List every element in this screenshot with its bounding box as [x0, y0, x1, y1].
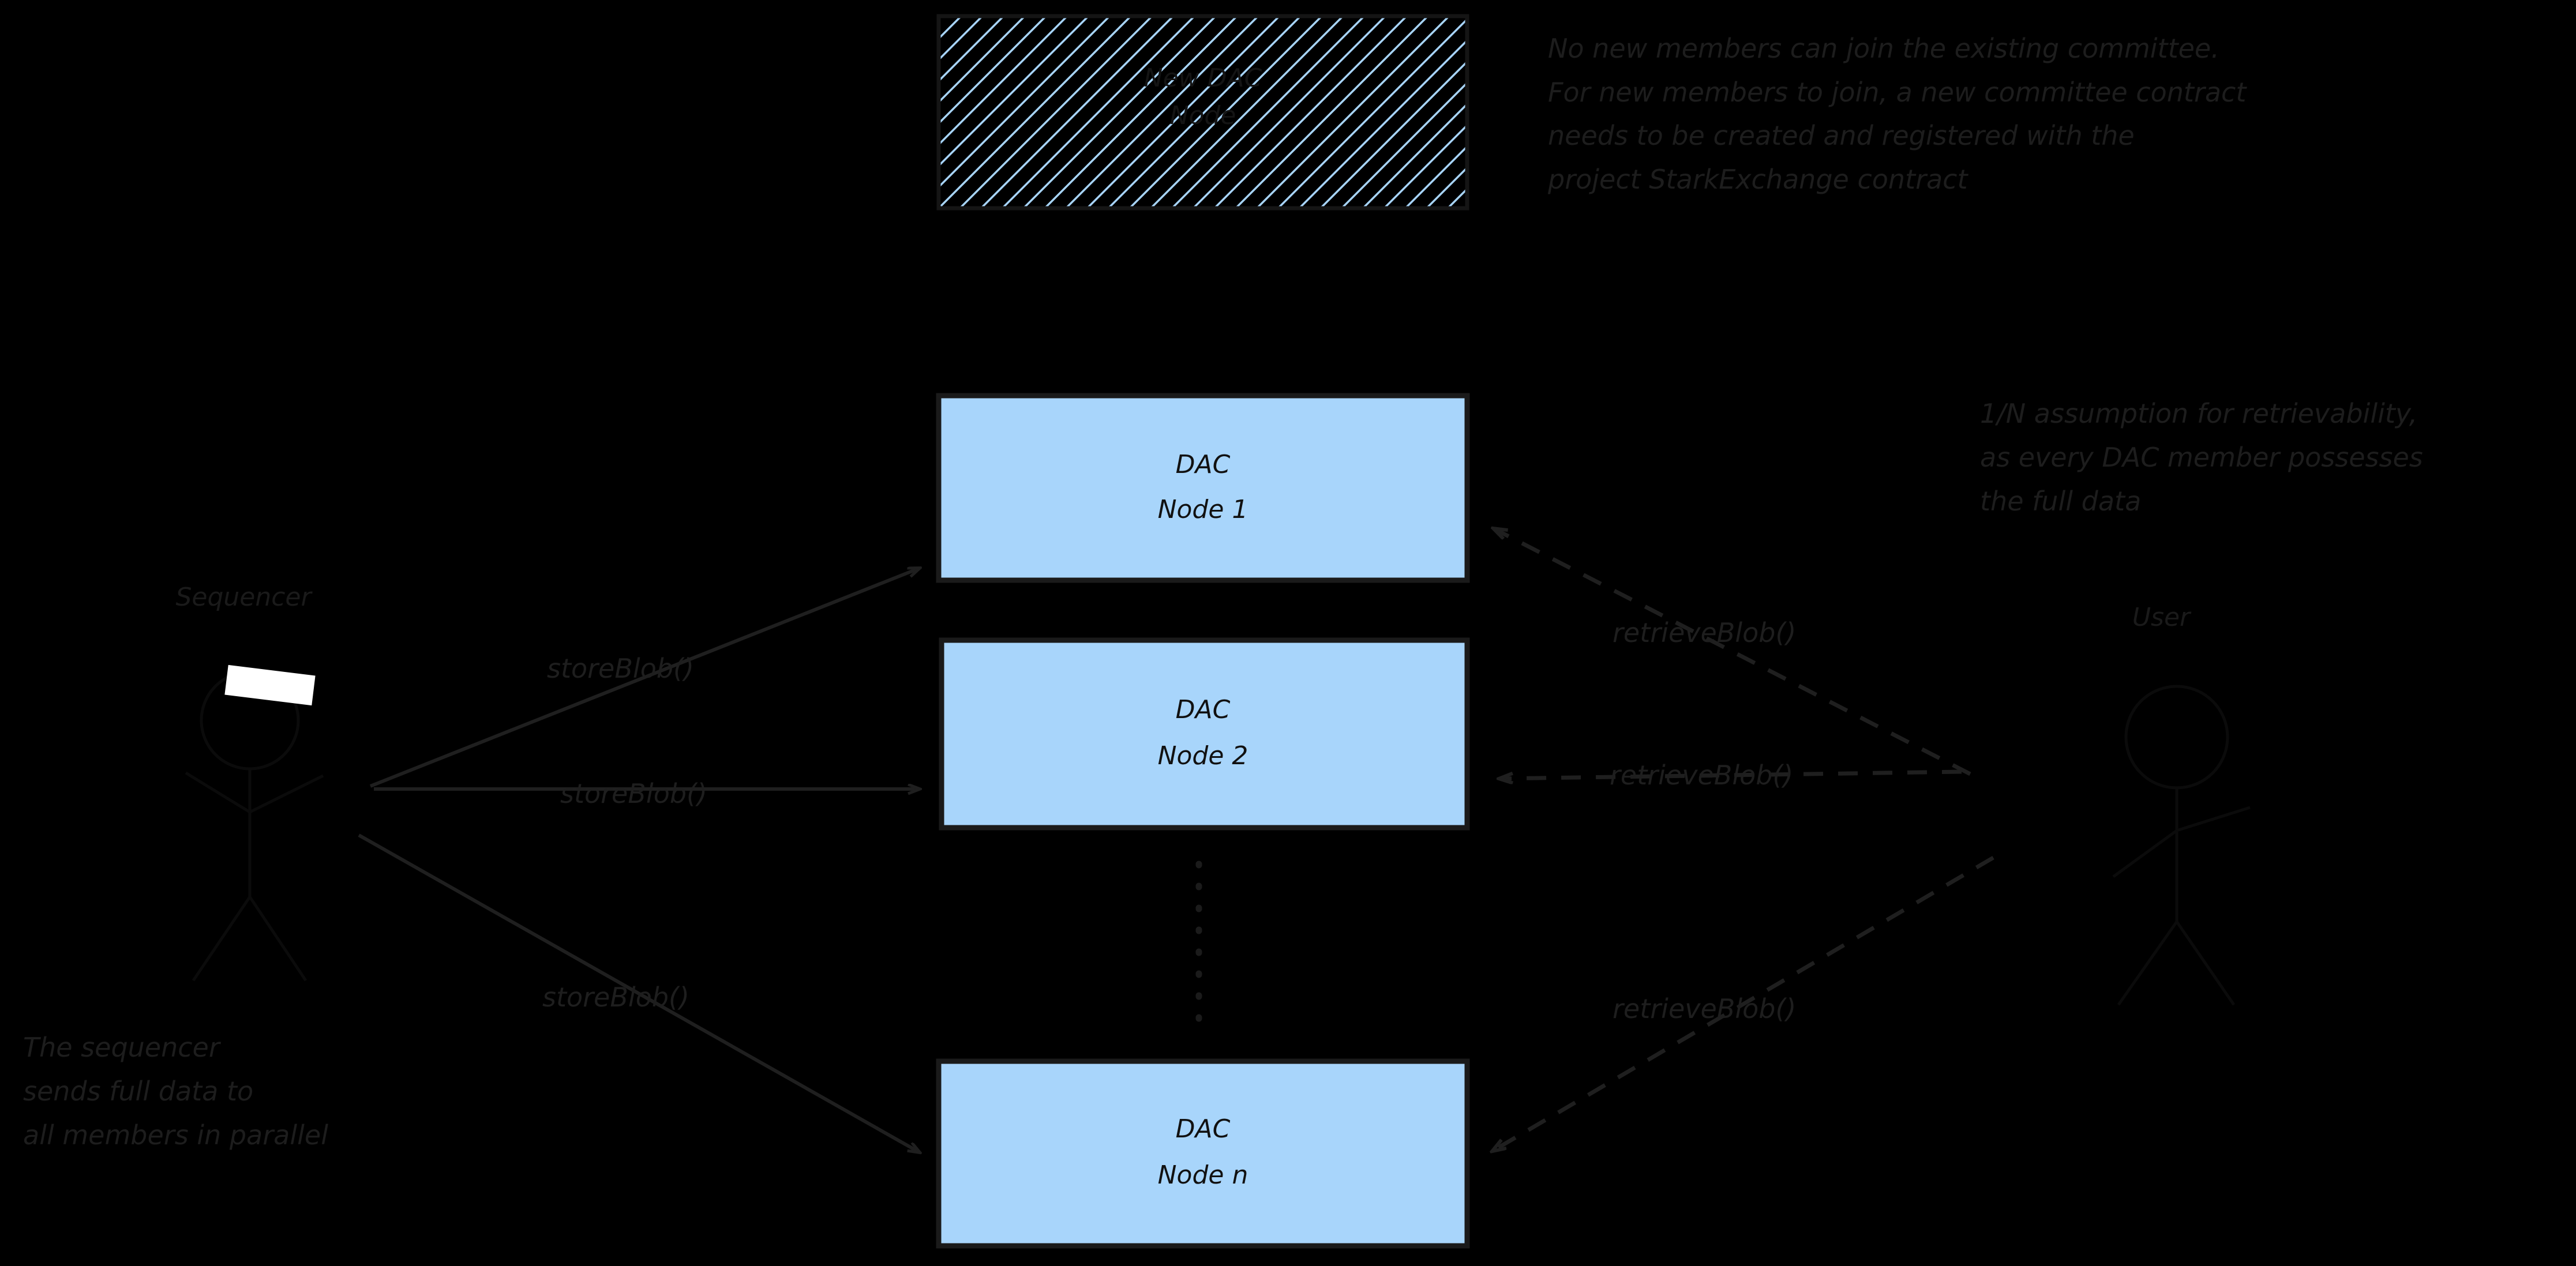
dac-node-1[interactable]: DAC Node 1	[936, 393, 1470, 583]
new-dac-node-rect	[936, 14, 1469, 211]
sequencer-label: Sequencer	[175, 583, 313, 612]
dac-node-n-label-line1: DAC	[1176, 1114, 1231, 1144]
edge-store-blob-node-n-label: storeBlob()	[542, 982, 689, 1013]
user-leg-left-icon	[2117, 921, 2178, 1006]
edge-retrieve-blob-node-n[interactable]: retrieveBlob()	[1493, 855, 1994, 1151]
note-retrievability-line-1: 1/N assumption for retrievability,	[1980, 398, 2417, 429]
edge-retrieve-blob-node-1-label: retrieveBlob()	[1613, 617, 1796, 648]
note-sequencer-line-2: sends full data to	[23, 1076, 253, 1107]
note-retrievability-line-3: the full data	[1980, 486, 2141, 517]
sequencer-actor[interactable]: Sequencer	[175, 583, 324, 982]
dac-node-2-label-line2: Node 2	[1158, 741, 1248, 771]
edge-retrieve-blob-node-n-line	[1493, 855, 1994, 1151]
sequencer-arm-right-icon	[249, 774, 324, 814]
sequencer-leg-left-icon	[192, 896, 252, 982]
note-committee: No new members can join the existing com…	[1547, 33, 2247, 195]
note-sequencer-line-3: all members in parallel	[23, 1120, 328, 1151]
dac-node-n-rect	[936, 1058, 1470, 1249]
edge-retrieve-blob-node-2-line	[1500, 769, 1962, 779]
note-committee-line-4: project StarkExchange contract	[1547, 164, 1968, 195]
note-committee-line-2: For new members to join, a new committee…	[1548, 77, 2247, 108]
sequencer-arm-left-icon	[185, 771, 251, 814]
note-committee-line-3: needs to be created and registered with …	[1548, 120, 2135, 151]
sequencer-highlight-marker	[224, 664, 316, 706]
dac-node-2[interactable]: DAC Node 2	[939, 637, 1470, 831]
edge-store-blob-node-2-label: storeBlob()	[560, 778, 707, 809]
dac-node-2-rect	[939, 637, 1470, 831]
user-arm-left-icon	[2112, 829, 2178, 878]
user-actor[interactable]: User	[2112, 603, 2251, 1006]
edge-retrieve-blob-node-2[interactable]: retrieveBlob()	[1500, 760, 1962, 791]
edge-retrieve-blob-node-1[interactable]: retrieveBlob()	[1494, 529, 1971, 776]
edge-store-blob-node-1[interactable]: storeBlob()	[369, 568, 920, 788]
dac-node-n[interactable]: DAC Node n	[936, 1058, 1470, 1249]
user-arm-right-icon	[2176, 806, 2251, 832]
new-dac-node-label-line2: Node	[1170, 101, 1236, 130]
note-retrievability: 1/N assumption for retrievability, as ev…	[1980, 398, 2423, 517]
dac-node-n-label-line2: Node n	[1158, 1160, 1248, 1190]
edge-store-blob-node-n[interactable]: storeBlob()	[358, 833, 920, 1152]
user-label: User	[2132, 603, 2192, 632]
edge-retrieve-blob-node-2-label: retrieveBlob()	[1610, 760, 1793, 791]
edge-retrieve-blob-node-n-label: retrieveBlob()	[1613, 993, 1796, 1024]
note-retrievability-line-2: as every DAC member possesses	[1980, 442, 2423, 473]
dac-node-1-rect	[936, 393, 1470, 583]
edge-store-blob-node-1-line	[369, 568, 920, 788]
dac-node-2-label-line1: DAC	[1176, 695, 1231, 724]
sequencer-leg-right-icon	[248, 896, 308, 982]
edge-store-blob-node-2[interactable]: storeBlob()	[374, 778, 920, 809]
edge-retrieve-blob-node-1-line	[1494, 529, 1971, 776]
new-dac-node-label-line1: New DAC	[1144, 63, 1262, 93]
note-sequencer-parallel: The sequencer sends full data to all mem…	[23, 1032, 328, 1151]
dac-node-1-label-line2: Node 1	[1158, 495, 1248, 524]
user-head-icon	[2124, 685, 2229, 790]
note-committee-line-1: No new members can join the existing com…	[1548, 33, 2219, 64]
note-sequencer-line-1: The sequencer	[23, 1032, 222, 1063]
dac-node-1-label-line1: DAC	[1176, 450, 1231, 479]
edge-store-blob-node-1-label: storeBlob()	[547, 653, 694, 684]
user-leg-right-icon	[2175, 921, 2236, 1006]
edge-store-blob-node-n-line	[358, 833, 920, 1152]
new-dac-node-box[interactable]: New DAC Node	[936, 14, 1469, 211]
